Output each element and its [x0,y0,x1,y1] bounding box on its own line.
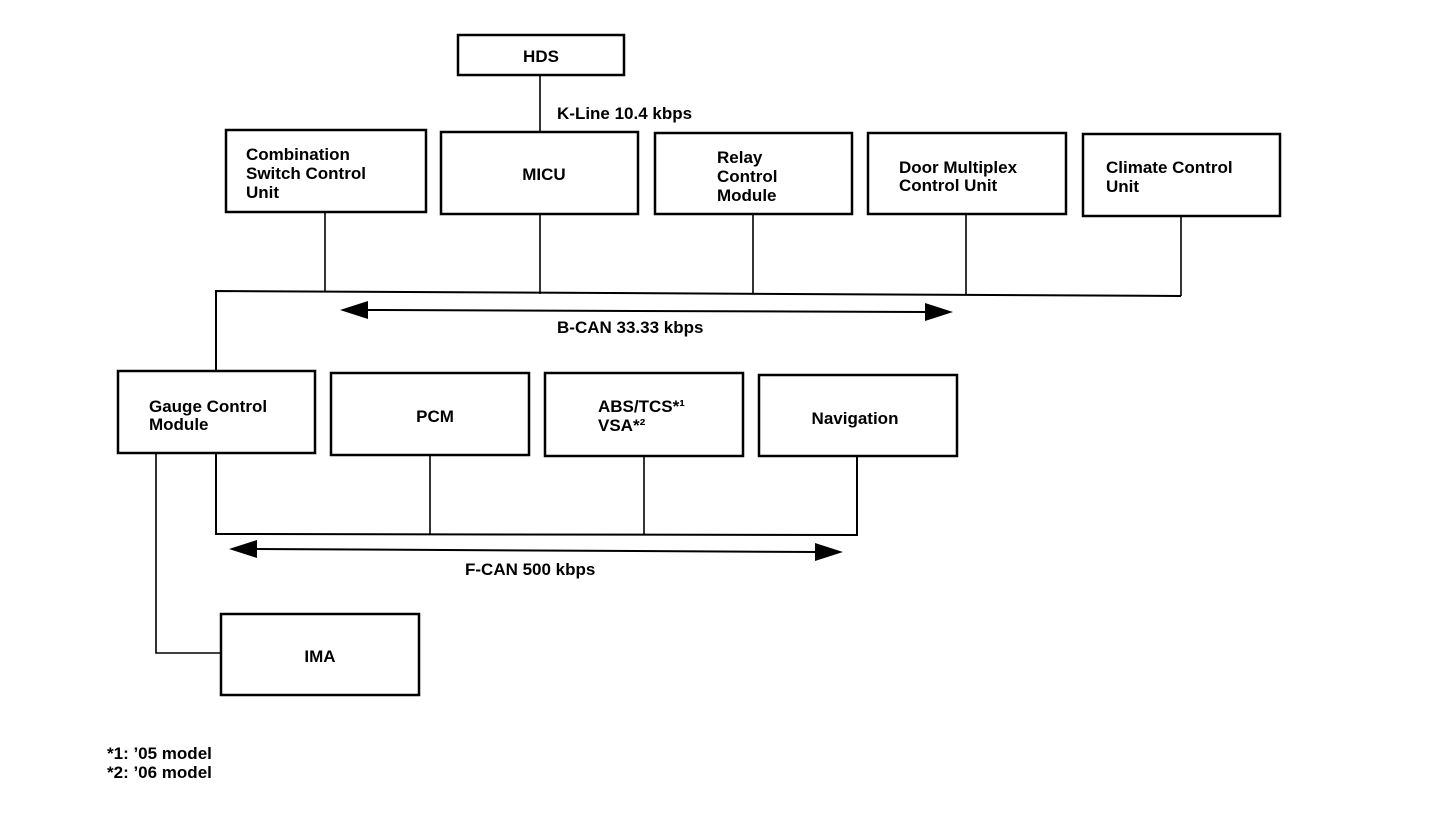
node-pcm: PCM [329,371,531,457]
node-navigation: Navigation [757,373,959,458]
svg-text:PCM: PCM [416,407,454,426]
node-door-line-1: Door Multiplex [899,158,1018,177]
node-micu: MICU [439,130,640,216]
b-can-arrowhead-left [340,301,368,319]
svg-text:IMA: IMA [304,647,335,666]
b-can-label: B-CAN 33.33 kbps [557,318,703,337]
node-relay-line-2: Control [717,167,777,186]
svg-text:HDS: HDS [523,47,559,66]
node-abs-tcs-vsa: ABS/TCS*¹ VSA*² [543,371,745,458]
node-relay-line-3: Module [717,186,777,205]
node-micu-line: MICU [522,165,565,184]
f-can-label: F-CAN 500 kbps [465,560,595,579]
node-combination-line-3: Unit [246,183,279,202]
node-combination-switch: Combination Switch Control Unit [224,128,428,214]
svg-text:Gauge Control Module: Gauge Control Module [149,397,272,434]
node-relay-line-1: Relay [717,148,763,167]
b-can-bus-line [215,289,1182,371]
b-can-arrowhead-right [925,303,953,321]
node-combination-line-2: Switch Control [246,164,366,183]
node-navigation-line: Navigation [812,409,899,428]
svg-text:Relay Control Modu: Relay Control Module [717,148,782,205]
f-can-bus-line [215,454,858,537]
footnote-1: *1: ’05 model [107,744,212,763]
k-line-label: K-Line 10.4 kbps [557,104,692,123]
node-relay-control: Relay Control Module [653,131,854,216]
f-can-arrowhead-left [229,540,257,558]
node-pcm-line: PCM [416,407,454,426]
node-abs-line-2: VSA*² [598,416,646,435]
node-hds-line: HDS [523,47,559,66]
node-gauge-line-1: Gauge Control [149,397,267,416]
svg-text:MICU: MICU [522,165,565,184]
node-combination-line-1: Combination [246,145,350,164]
node-door-multiplex: Door Multiplex Control Unit [866,131,1068,216]
node-hds: HDS [456,33,626,77]
node-abs-line-1: ABS/TCS*¹ [598,397,685,416]
svg-text:ABS/TCS*¹ VSA*²: ABS/TCS*¹ VSA*² [598,397,690,435]
f-can-arrow [229,540,843,561]
ima-wire [155,454,221,654]
svg-text:Door Multiplex Control U: Door Multiplex Control Unit [899,158,1022,195]
node-ima: IMA [219,612,421,697]
svg-text:Navigation: Navigation [812,409,899,428]
node-climate-line-2: Unit [1106,177,1139,196]
f-can-arrowhead-right [815,543,843,561]
footnote-2: *2: ’06 model [107,763,212,782]
node-door-line-2: Control Unit [899,176,998,195]
b-can-arrow [340,301,953,321]
svg-text:Climate Control Unit: Climate Control Unit [1106,158,1237,196]
node-climate-line-1: Climate Control [1106,158,1233,177]
wires [155,75,1182,654]
svg-text:Combination Switch Contr: Combination Switch Control Unit [246,145,371,202]
node-ima-line: IMA [304,647,335,666]
node-climate-control: Climate Control Unit [1081,132,1282,218]
node-gauge-line-2: Module [149,415,209,434]
node-gauge-control: Gauge Control Module [116,369,317,455]
